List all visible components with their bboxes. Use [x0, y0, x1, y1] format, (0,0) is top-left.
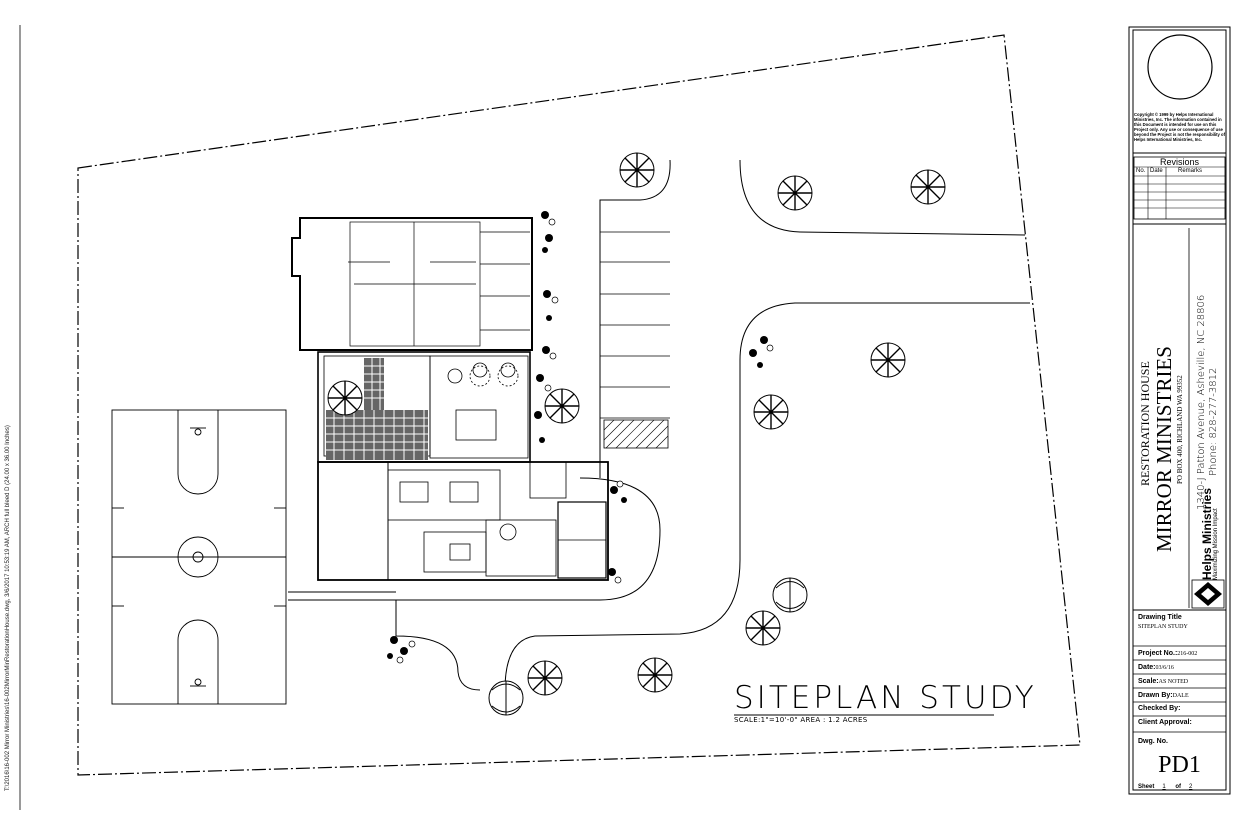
shrubs: [387, 211, 768, 659]
basketball-court: [111, 409, 287, 705]
firm-tagline: Maximizing Mission Impact: [1213, 508, 1219, 580]
firm-address: 1340-J Patton Avenue, Asheville, NC 2880…: [1196, 294, 1207, 510]
file-path-label: T:\2016\16-002 Mirror Ministries\16-002M…: [5, 425, 11, 791]
client-name: MIRROR MINISTRIES: [1152, 346, 1176, 552]
copyright-notice: Copyright © 1999 by Helps International …: [1134, 112, 1225, 142]
firm-phone: Phone: 828-277-3812: [1208, 367, 1219, 476]
parking-stalls: [600, 231, 670, 419]
revision-col-date: Date: [1150, 168, 1163, 174]
courtyard-paving: [326, 358, 428, 460]
revisions-title: Revisions: [1159, 157, 1199, 167]
drawing-title: SITEPLAN STUDY: [734, 680, 1037, 716]
project-kicker: RESTORATION HOUSE: [1138, 361, 1152, 486]
scale-field: Scale:AS NOTED: [1138, 678, 1189, 685]
checked-by-field: Checked By:: [1138, 705, 1181, 712]
accessible-stall-hatch: [603, 419, 669, 449]
scale-value: AS NOTED: [1158, 679, 1189, 685]
date-field: Date:03/6/16: [1138, 664, 1174, 671]
project-no-field: Project No.:216-002: [1138, 650, 1198, 657]
drawn-by-field: Drawn By:DALE: [1138, 692, 1189, 699]
drawing-title-value: SITEPLAN STUDY: [1138, 624, 1188, 630]
revision-col-remarks: Remarks: [1178, 168, 1203, 174]
dwg-no-label: Dwg. No.: [1138, 738, 1168, 745]
property-boundary: [77, 34, 1081, 776]
dwg-no-value: PD1: [1158, 752, 1201, 778]
drawing-title-label: Drawing Title: [1138, 614, 1182, 621]
round-tables: [447, 362, 519, 387]
helps-logo-mark: [1194, 582, 1222, 606]
driveway: [288, 159, 1030, 691]
trees: [327, 152, 946, 716]
shrubs-outline: [396, 218, 774, 664]
drawing-subtitle: SCALE:1"=10'-0" AREA : 1.2 ACRES: [734, 716, 868, 724]
revision-col-no: No.: [1136, 168, 1146, 174]
title-block-frame: [1128, 26, 1231, 795]
drawn-by-value: DALE: [1172, 693, 1189, 699]
firm-name: Helps Ministries: [1200, 487, 1214, 580]
project-no-value: 216-002: [1177, 651, 1198, 657]
client-address: PO BOX 400, RICHLAND WA 99352: [1176, 375, 1184, 484]
date-value: 03/6/16: [1155, 665, 1174, 671]
client-approval-field: Client Approval:: [1138, 719, 1192, 726]
